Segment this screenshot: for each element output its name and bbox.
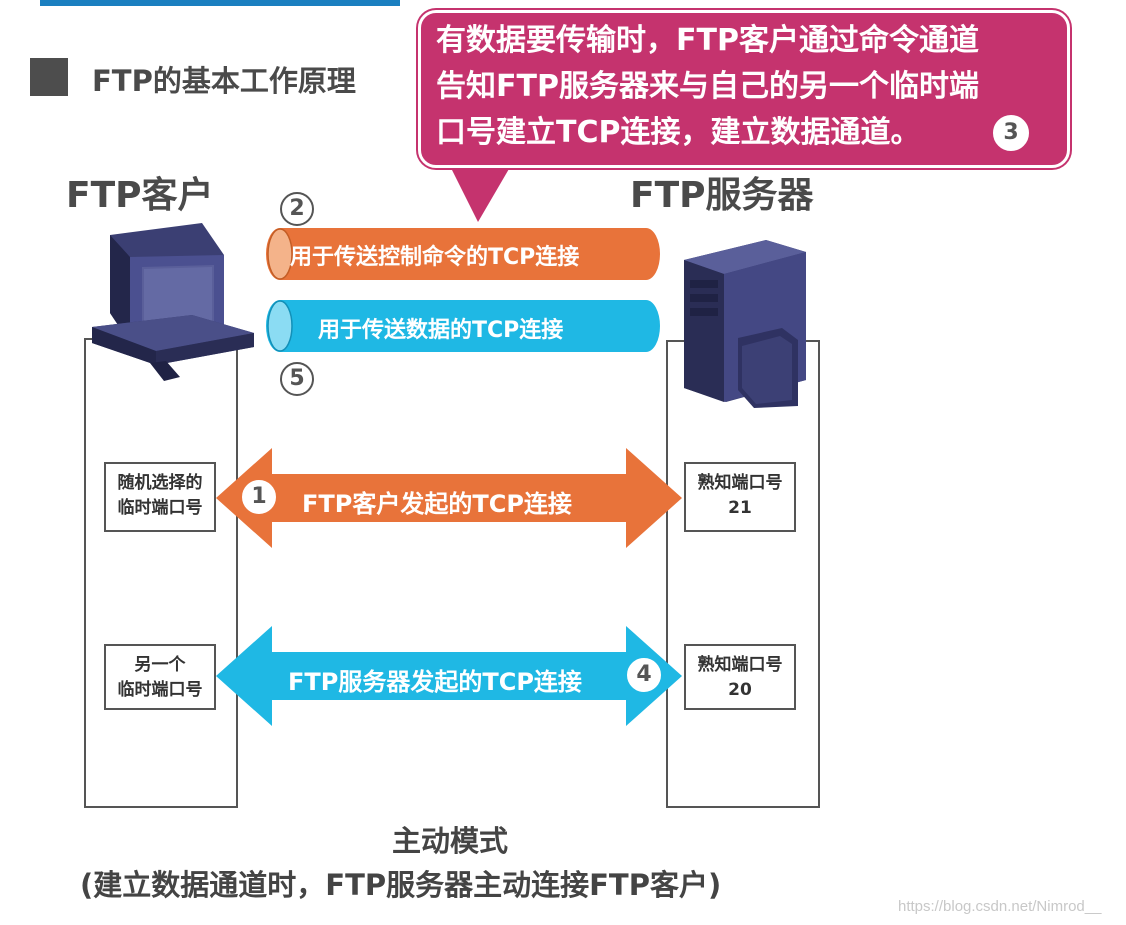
control-connection-pipe [266, 228, 660, 280]
server-icon [684, 240, 806, 408]
step-3-badge: 3 [993, 115, 1029, 151]
port-box-line: 熟知端口号 [697, 473, 783, 493]
callout-box [418, 10, 1070, 168]
port-box-line: 21 [728, 498, 752, 518]
mode-description: (建立数据通道时，FTP服务器主动连接FTP客户) [80, 868, 722, 902]
section-bullet-square [30, 58, 68, 96]
port-box-line: 20 [728, 680, 752, 700]
client-random-port-box: 随机选择的 临时端口号 [104, 462, 216, 532]
port-box-line: 临时端口号 [117, 498, 203, 518]
watermark: https://blog.csdn.net/Nimrod__ [898, 898, 1102, 915]
callout-text: 有数据要传输时，FTP客户通过命令通道 告知FTP服务器来与自己的另一个临时端 … [436, 18, 1056, 156]
client-initiated-arrow-label: FTP客户发起的TCP连接 [302, 490, 572, 518]
port-box-line: 另一个 [134, 655, 186, 675]
data-connection-label: 用于传送数据的TCP连接 [318, 318, 564, 343]
client-column [84, 338, 238, 808]
mode-caption: 主动模式 [391, 824, 508, 858]
step-1-badge: 1 [242, 480, 276, 514]
server-initiated-arrow-label: FTP服务器发起的TCP连接 [288, 668, 582, 696]
callout-line: 有数据要传输时，FTP客户通过命令通道 [436, 23, 979, 58]
server-port-20-box: 熟知端口号 20 [684, 644, 796, 710]
data-connection-pipe [266, 300, 660, 352]
control-connection-label: 用于传送控制命令的TCP连接 [290, 245, 580, 270]
step-2-badge: 2 [280, 192, 314, 226]
step-5-badge: 5 [280, 362, 314, 396]
port-box-line: 熟知端口号 [697, 655, 783, 675]
step-4-badge: 4 [627, 658, 661, 692]
client-label: FTP客户 [66, 175, 214, 216]
computer-icon [92, 223, 254, 381]
server-column [666, 340, 820, 808]
client-another-port-box: 另一个 临时端口号 [104, 644, 216, 710]
server-port-21-box: 熟知端口号 21 [684, 462, 796, 532]
callout-line: 口号建立TCP连接，建立数据通道。 [436, 115, 921, 150]
callout-pointer [442, 150, 520, 222]
server-label: FTP服务器 [630, 175, 814, 216]
port-box-line: 临时端口号 [117, 680, 203, 700]
server-initiated-arrow [216, 626, 682, 726]
section-title: FTP的基本工作原理 [92, 64, 356, 98]
port-box-line: 随机选择的 [117, 473, 203, 493]
partial-slide-title [40, 0, 400, 6]
client-initiated-arrow [216, 448, 682, 548]
callout-line: 告知FTP服务器来与自己的另一个临时端 [436, 69, 979, 104]
